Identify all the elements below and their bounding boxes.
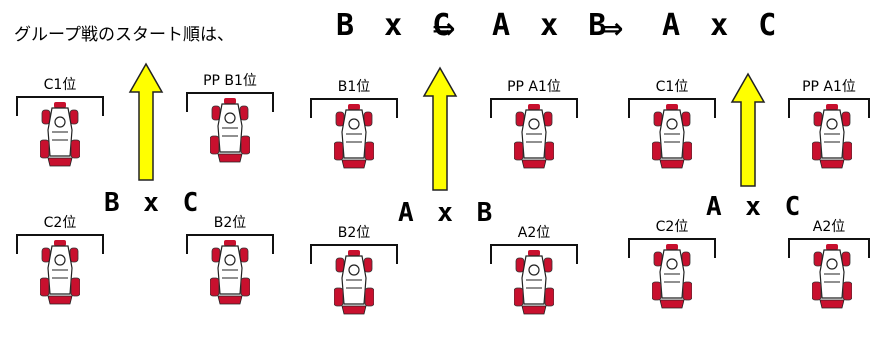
kart-icon <box>652 103 692 169</box>
grid-slot: C2位 <box>622 216 722 336</box>
slot-label: C1位 <box>43 77 77 93</box>
sequence-arrow-2: ⇒ <box>600 12 624 45</box>
pair-label: A x C <box>706 192 805 222</box>
grid-slot: PP A1位 <box>484 76 584 196</box>
headline: グループ戦のスタート順は、 <box>14 25 234 45</box>
kart-icon <box>334 249 374 315</box>
up-arrow-icon <box>422 66 458 191</box>
slot-label: PP A1位 <box>802 79 856 95</box>
slot-label: B1位 <box>337 79 371 95</box>
slot-label: PP A1位 <box>507 79 561 95</box>
grid-slot: A2位 <box>782 216 876 336</box>
grid-bracket <box>186 234 274 254</box>
pair-label: B x C <box>104 188 203 218</box>
grid-slot: A2位 <box>484 222 584 342</box>
kart-icon <box>210 97 250 163</box>
kart-icon <box>812 103 852 169</box>
grid-slot: C1位 <box>622 76 722 196</box>
up-arrow-icon <box>730 72 766 187</box>
kart-icon <box>334 103 374 169</box>
slot-label: B2位 <box>337 225 371 241</box>
pair-label: A x B <box>398 198 497 228</box>
sequence-second: A x B <box>492 8 613 43</box>
slot-label: B2位 <box>213 215 247 231</box>
sequence-arrow-1: ⇒ <box>432 12 456 45</box>
grid-slot: B1位 <box>304 76 404 196</box>
grid-slot: B2位 <box>180 212 280 332</box>
grid-bracket <box>628 238 716 258</box>
slot-label: PP B1位 <box>203 73 257 89</box>
grid-bracket <box>490 244 578 264</box>
sequence-first: B x C <box>336 8 457 43</box>
grid-bracket <box>788 238 870 258</box>
grid-bracket <box>16 234 104 254</box>
kart-icon <box>210 239 250 305</box>
grid-bracket <box>310 98 398 118</box>
grid-slot: C1位 <box>10 74 110 194</box>
grid-bracket <box>310 244 398 264</box>
sequence-third: A x C <box>662 8 783 43</box>
slot-label: C1位 <box>655 79 689 95</box>
grid-bracket <box>628 98 716 118</box>
kart-icon <box>652 243 692 309</box>
kart-icon <box>514 249 554 315</box>
slot-label: C2位 <box>655 219 689 235</box>
grid-bracket <box>788 98 870 118</box>
grid-bracket <box>16 96 104 116</box>
grid-bracket <box>490 98 578 118</box>
grid-slot: PP B1位 <box>180 70 280 190</box>
kart-icon <box>40 239 80 305</box>
kart-icon <box>514 103 554 169</box>
grid-slot: B2位 <box>304 222 404 342</box>
kart-icon <box>40 101 80 167</box>
grid-slot: PP A1位 <box>782 76 876 196</box>
grid-bracket <box>186 92 274 112</box>
slot-label: C2位 <box>43 215 77 231</box>
kart-icon <box>812 243 852 309</box>
grid-slot: C2位 <box>10 212 110 332</box>
slot-label: A2位 <box>812 219 846 235</box>
up-arrow-icon <box>128 62 164 181</box>
slot-label: A2位 <box>517 225 551 241</box>
